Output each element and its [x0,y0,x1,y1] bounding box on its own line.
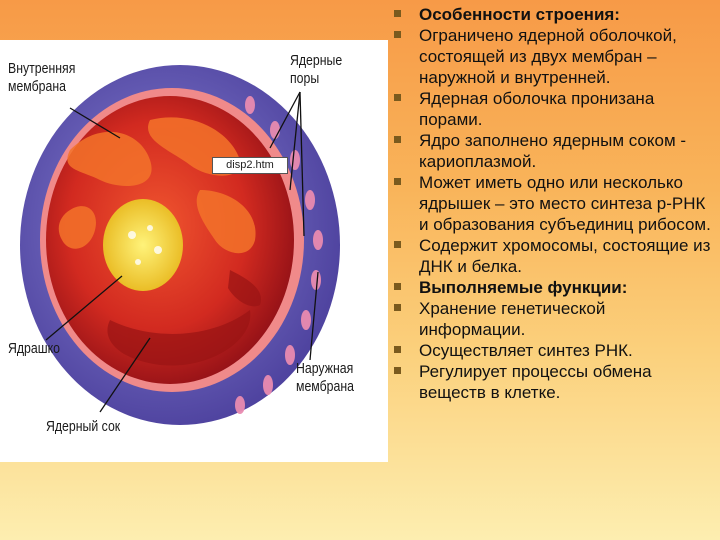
bullet-item: Ядерная оболочка пронизана порами. [392,88,714,130]
nuclear-pores [235,96,323,414]
bullet-heading: Выполняемые функции: [392,277,714,298]
bullet-square-icon [394,367,401,374]
bullet-square-icon [394,136,401,143]
bullet-square-icon [394,31,401,38]
bullet-text: Осуществляет синтез РНК. [419,341,633,360]
bullet-square-icon [394,178,401,185]
nucleolus [103,199,183,291]
label-nucleolus: Ядрашко [8,340,60,357]
bullet-item: Содержит хромосомы, состоящие из ДНК и б… [392,235,714,277]
bullet-text: Ограничено ядерной оболочкой, состоящей … [419,26,677,87]
bullet-heading: Особенности строения: [392,4,714,25]
bullet-square-icon [394,304,401,311]
bullet-text: Регулирует процессы обмена веществ в кле… [419,362,652,402]
bullet-square-icon [394,10,401,17]
chromatin-dark [107,270,261,366]
bullet-item: Регулирует процессы обмена веществ в кле… [392,361,714,403]
label-nuclear-sap: Ядерный сок [46,418,121,435]
bullet-square-icon [394,346,401,353]
bullet-square-icon [394,241,401,248]
bullet-text: Может иметь одно или несколько ядрышек –… [419,173,711,234]
bullet-item: Осуществляет синтез РНК. [392,340,714,361]
bullet-item: Может иметь одно или несколько ядрышек –… [392,172,714,235]
bullet-text: Хранение генетической информации. [419,299,606,339]
bullet-text: Содержит хромосомы, состоящие из ДНК и б… [419,236,711,276]
label-inner-membrane: Внутренняя мембрана [8,60,76,95]
bullet-list: Особенности строения: Ограничено ядерной … [392,4,714,403]
nucleus-illustration [20,65,340,425]
bullet-text: Особенности строения: [419,5,620,24]
bullet-square-icon [394,94,401,101]
nucleus-figure: Внутренняя мембрана Ядерные поры Ядрашко… [0,40,388,462]
label-outer-membrane: Наружная мембрана [296,360,354,395]
bullet-text: Выполняемые функции: [419,278,628,297]
bullet-item: Ядро заполнено ядерным соком - кариоплаз… [392,130,714,172]
bullet-text: Ядро заполнено ядерным соком - кариоплаз… [419,131,687,171]
web-file-label: disp2.htm [212,157,288,174]
bullet-item: Хранение генетической информации. [392,298,714,340]
label-nuclear-pores: Ядерные поры [290,52,343,87]
bullet-text: Ядерная оболочка пронизана порами. [419,89,655,129]
bullet-square-icon [394,283,401,290]
bullet-item: Ограничено ядерной оболочкой, состоящей … [392,25,714,88]
